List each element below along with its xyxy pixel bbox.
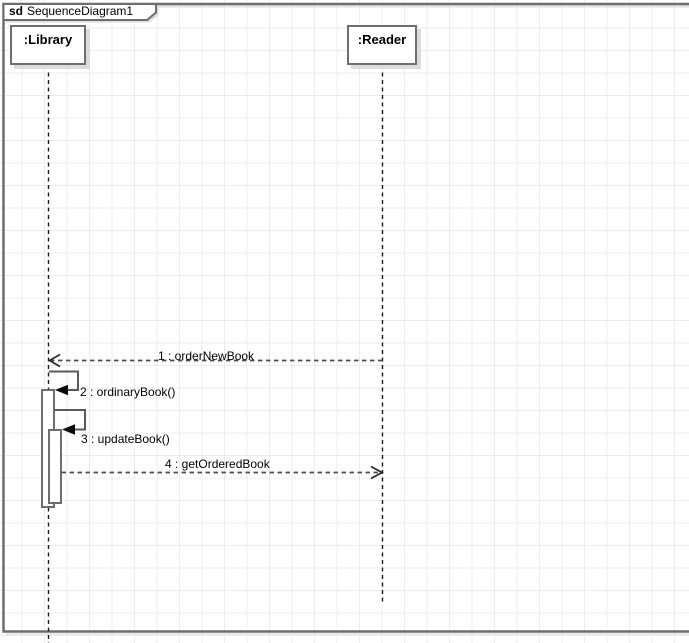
participant-box-library[interactable]: :Library: [10, 25, 86, 65]
participant-box-reader[interactable]: :Reader: [347, 25, 417, 65]
message-1-open-arrowhead: [47, 353, 61, 368]
activation-bar-library-inner[interactable]: [48, 429, 62, 504]
participant-name-reader: :Reader: [357, 32, 407, 47]
message-3-filled-arrowhead: [62, 424, 75, 435]
message-4-open-arrowhead: [370, 465, 384, 480]
frame-tab[interactable]: [2, 3, 157, 21]
message-1-label[interactable]: 1 : orderNewBook: [158, 349, 255, 363]
participant-name-library: :Library: [23, 32, 73, 47]
diagram-frame-border[interactable]: [2, 2, 689, 633]
message-4-label[interactable]: 4 : getOrderedBook: [165, 457, 270, 471]
frame-name-label: SequenceDiagram1: [27, 4, 134, 18]
message-3-label[interactable]: 3 : updateBook(): [81, 432, 170, 446]
frame-keyword-label: sd: [9, 4, 24, 18]
message-2-filled-arrowhead: [55, 384, 68, 396]
message-2-label[interactable]: 2 : ordinaryBook(): [80, 385, 176, 399]
